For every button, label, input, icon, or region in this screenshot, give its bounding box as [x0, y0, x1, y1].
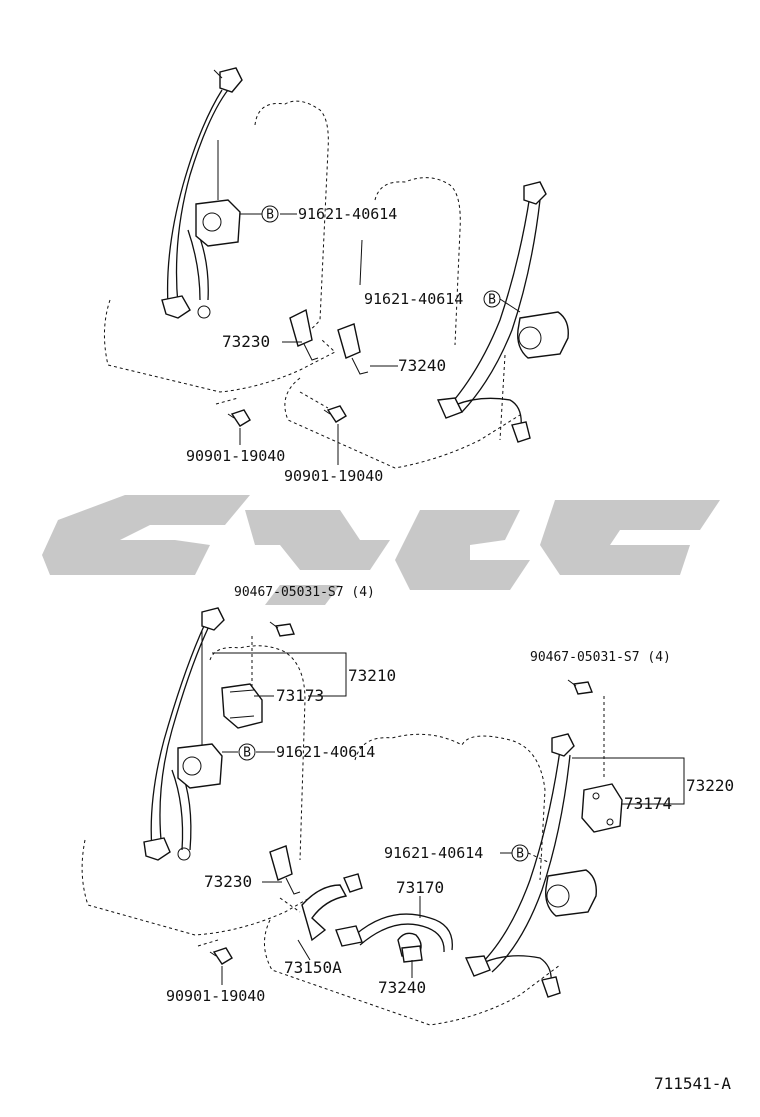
lower-right-bolt-label: 91621-40614: [384, 844, 483, 862]
lower-right-pretensioner-label: 73174: [624, 794, 672, 813]
lower-right-screw-label: 90467-05031-S7 (4): [530, 650, 671, 665]
lower-left-seat-cushion: [81, 839, 321, 936]
upper-left-bolt-label: 91621-40614: [298, 205, 397, 223]
upper-left-seat-cushion: [103, 299, 336, 393]
lower-right-bolt-marker: [511, 844, 529, 862]
lower-right-buckle: [401, 945, 423, 963]
lower-left-screw-label: 90467-05031-S7 (4): [234, 585, 375, 600]
upper-left-anchor-bolt: [227, 409, 251, 427]
upper-left-top-anchor: [219, 67, 243, 93]
lower-left-bolt-label: 91621-40614: [276, 743, 375, 761]
lower-left-top-anchor: [201, 607, 225, 631]
upper-right-seat-cushion: [284, 377, 521, 469]
lower-left-screw: [269, 621, 295, 637]
upper-right-retractor: [517, 311, 569, 359]
lower-left-bolt-marker: [238, 743, 256, 761]
upper-left-buckle: [289, 308, 313, 347]
lower-left-bolt-marker-text: B: [243, 746, 251, 761]
upper-left-anchor-bolt-label: 90901-19040: [186, 447, 285, 465]
lower-left-buckle-lower: [301, 884, 348, 942]
upper-left-seatback: [254, 100, 329, 337]
lower-right-retractor: [545, 869, 597, 917]
diagram-id: 711541-A: [654, 1074, 731, 1093]
lower-left-buckle: [269, 845, 293, 881]
upper-right-bolt-marker: [483, 290, 501, 308]
lower-right-top-anchor: [551, 733, 575, 757]
lower-left-retractor: [177, 743, 223, 789]
lower-left-buckle-lower-label: 73150A: [284, 958, 342, 977]
lower-left-anchor-bolt-label: 90901-19040: [166, 987, 265, 1005]
lower-left-pretensioner: [221, 683, 263, 729]
upper-right-bolt-marker-text: B: [488, 293, 496, 308]
lower-right-screw: [567, 679, 593, 695]
lower-right-belt-assembly-label: 73220: [686, 776, 734, 795]
lower-center-belt: [354, 913, 453, 953]
upper-left-belt-strap: [166, 84, 233, 306]
upper-right-belt-strap: [449, 194, 541, 413]
upper-assembly: B 91621-40614 91621-40614 B 73230 73240 …: [103, 67, 569, 485]
upper-right-anchor-bolt: [323, 405, 347, 423]
upper-right-anchor-bolt-label: 90901-19040: [284, 467, 383, 485]
lower-left-anchor-bolt: [209, 947, 233, 965]
upper-right-buckle-label: 73240: [398, 356, 446, 375]
upper-left-retractor: [195, 199, 241, 247]
lower-right-bolt-marker-text: B: [516, 847, 524, 862]
upper-left-bolt-marker: [261, 205, 279, 223]
upper-right-bolt-label: 91621-40614: [364, 290, 463, 308]
lower-left-seatback: [209, 645, 306, 861]
lower-right-buckle-label: 73240: [378, 978, 426, 997]
lower-left-belt-assembly-label: 73210: [348, 666, 396, 685]
watermark-logo: [42, 495, 720, 605]
upper-right-buckle: [337, 323, 361, 359]
upper-right-top-anchor: [523, 181, 547, 205]
lower-center-belt-label: 73170: [396, 878, 444, 897]
lower-right-seat-cushion: [264, 919, 561, 1026]
lower-left-belt-strap: [150, 619, 213, 851]
lower-left-buckle-label: 73230: [204, 872, 252, 891]
upper-left-buckle-label: 73230: [222, 332, 270, 351]
lower-left-pretensioner-label: 73173: [276, 686, 324, 705]
upper-left-bolt-marker-text: B: [266, 208, 274, 223]
lower-right-belt-strap: [479, 749, 571, 973]
lower-right-pretensioner: [581, 783, 623, 833]
upper-right-seatback: [374, 177, 461, 346]
lower-assembly: 90467-05031-S7 (4) 73210 73173 B 91621-4…: [81, 585, 734, 1026]
